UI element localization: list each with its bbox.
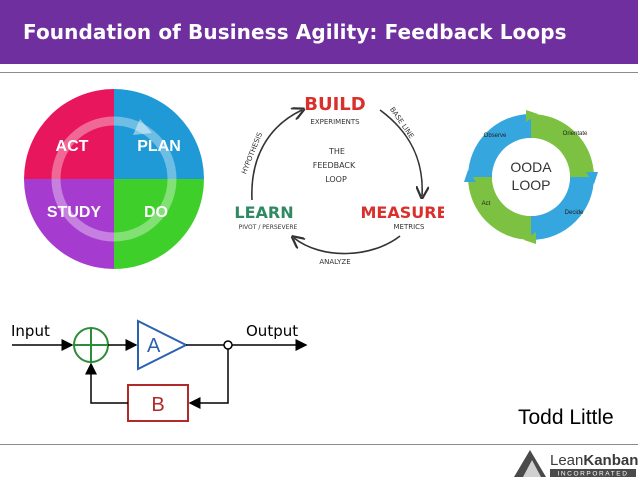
feedback-label: B (151, 394, 164, 416)
top-divider (0, 72, 638, 73)
slide-title: Foundation of Business Agility: Feedback… (23, 20, 567, 44)
build-label: BUILD (304, 94, 365, 115)
arc-measure-to-learn (294, 236, 401, 255)
logo-mark-inner (523, 460, 541, 477)
center-line-2: FEEDBACK (313, 161, 356, 170)
arc-label-hypothesis: HYPOTHESIS (240, 131, 264, 175)
title-bar: Foundation of Business Agility: Feedback… (0, 0, 638, 64)
logo-mark-icon (514, 450, 546, 477)
quadrant-act (24, 89, 114, 179)
label-act: ACT (56, 138, 89, 155)
label-do: DO (144, 204, 168, 221)
input-label: Input (11, 322, 50, 340)
logo-word-lean: Lean (550, 452, 583, 469)
amplifier-a (137, 319, 189, 371)
ooda-loop: OODA LOOP Observe Orientate Decide Act (464, 110, 598, 244)
arc-label-analyze: ANALYZE (319, 258, 350, 266)
logo-word-kanban: Kanban (583, 452, 638, 469)
arc-label-baseline: BASE LINE (388, 106, 415, 140)
quadrant-do (114, 179, 204, 269)
output-label: Output (246, 322, 298, 340)
learn-label: LEARN (234, 203, 293, 222)
ooda-center-line-2: LOOP (512, 177, 551, 193)
author-name: Todd Little (518, 406, 614, 429)
arc-learn-to-build (251, 110, 302, 201)
center-line-1: THE (328, 147, 345, 156)
label-plan: PLAN (137, 138, 181, 155)
cycle-arrow-ring (51, 116, 177, 242)
logo-tagline-bar (550, 469, 636, 477)
control-block-diagram: Input Output A B (11, 319, 308, 422)
build-sub-label: EXPERIMENTS (310, 118, 360, 126)
bottom-divider (0, 444, 638, 445)
ooda-segment-orientate (531, 114, 594, 177)
cycle-arrow-head (133, 119, 152, 135)
pickoff-node (223, 340, 233, 350)
ooda-arrowhead-1 (526, 110, 538, 122)
quadrant-plan (114, 89, 204, 179)
ooda-arrowhead-2 (586, 172, 598, 184)
learn-sub-label: PIVOT / PERSEVERE (239, 224, 298, 231)
ooda-step-observe: Observe (484, 133, 507, 139)
measure-label: MEASURE (361, 203, 445, 222)
feedback-line-in (188, 349, 229, 409)
ooda-arrowhead-4 (464, 170, 476, 182)
ooda-segment-decide (531, 177, 594, 240)
amplifier-label: A (147, 335, 161, 357)
ooda-center-line-1: OODA (510, 159, 552, 175)
ooda-arrowhead-3 (524, 232, 536, 244)
arc-build-to-measure (379, 109, 422, 196)
leankanban-logo: LeanKanban INCORPORATED (514, 450, 638, 478)
feedback-line-out (85, 362, 128, 404)
ooda-step-decide: Decide (565, 210, 584, 216)
pdsa-wheel: ACT PLAN STUDY DO (24, 89, 204, 269)
quadrant-study (24, 179, 114, 269)
logo-wordmark: LeanKanban (550, 452, 638, 469)
label-study: STUDY (47, 204, 102, 221)
measure-sub-label: METRICS (394, 223, 426, 231)
ooda-segment-observe (468, 114, 531, 177)
ooda-segment-act (468, 177, 531, 240)
ooda-center (492, 138, 570, 216)
ooda-step-act: Act (482, 201, 491, 207)
lean-feedback-loop: BUILD EXPERIMENTS MEASURE METRICS LEARN … (234, 94, 445, 266)
ooda-step-orientate: Orientate (563, 131, 588, 137)
center-line-3: LOOP (325, 175, 347, 184)
logo-tagline: INCORPORATED (557, 471, 628, 478)
